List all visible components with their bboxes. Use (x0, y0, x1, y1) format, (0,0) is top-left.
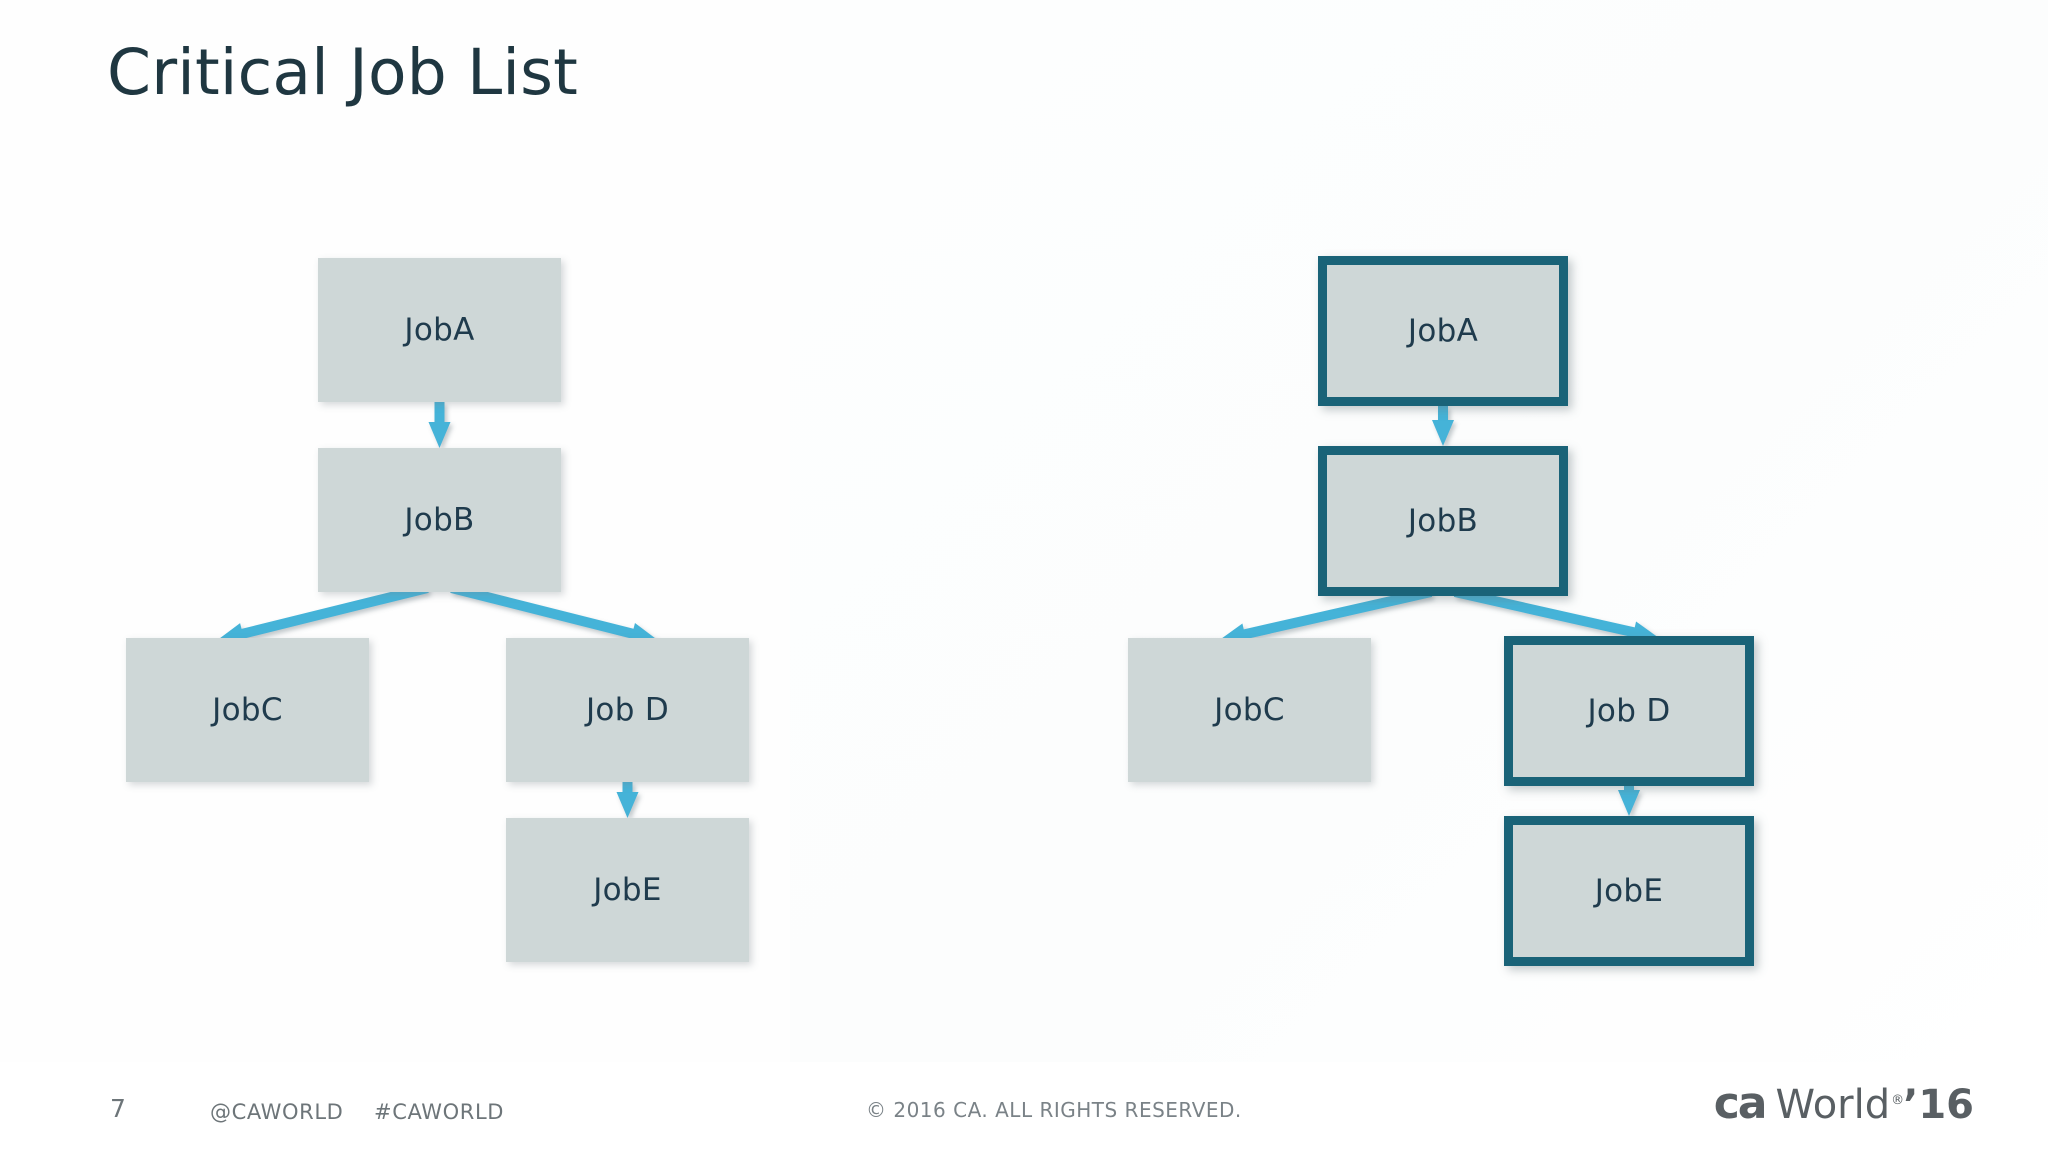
job-node-label: JobC (1214, 692, 1285, 728)
job-node-label: JobB (1407, 503, 1479, 539)
job-node-joba[interactable]: JobA (318, 258, 561, 402)
job-node-label: JobA (1407, 313, 1479, 349)
arrow-1-jobD-jobE (1618, 786, 1640, 816)
page-title: Critical Job List (107, 36, 579, 109)
job-node-jobe[interactable]: JobE (1504, 816, 1754, 966)
arrow-0-jobD-jobE (616, 782, 639, 818)
job-node-label: JobC (212, 692, 283, 728)
footer-social: @CAWORLD #CAWORLD (210, 1100, 504, 1124)
arrow-0-jobB-jobC (217, 583, 429, 645)
job-node-jobd[interactable]: Job D (506, 638, 749, 782)
diagram-canvas: JobA JobB JobC Job D JobE JobA JobB JobC Job D Jo… (126, 256, 1754, 966)
footer-page-number: 7 (110, 1094, 126, 1123)
job-node-jobb[interactable]: JobB (1318, 446, 1568, 596)
job-node-jobe[interactable]: JobE (506, 818, 749, 962)
arrow-0-jobB-jobD (450, 583, 658, 645)
job-node-jobc[interactable]: JobC (1128, 638, 1371, 782)
footer-social-hashtag: #CAWORLD (374, 1100, 505, 1124)
ca-world-logo: ca World ® ’16 (1714, 1082, 1974, 1126)
ca-logo-year: ’16 (1903, 1082, 1974, 1128)
job-node-jobc[interactable]: JobC (126, 638, 369, 782)
ca-logo-word: World (1775, 1082, 1891, 1128)
job-node-label: JobE (1594, 873, 1664, 909)
footer-copyright: © 2016 CA. ALL RIGHTS RESERVED. (866, 1098, 1242, 1122)
job-node-jobb[interactable]: JobB (318, 448, 561, 592)
job-node-label: JobA (404, 312, 475, 348)
arrow-1-jobA-jobB (1432, 406, 1454, 446)
registered-icon: ® (1891, 1093, 1905, 1108)
ca-logo-mark: ca (1713, 1078, 1768, 1129)
footer-social-handle: @CAWORLD (210, 1100, 344, 1124)
job-node-label: Job D (585, 692, 669, 728)
job-node-label: JobB (404, 502, 475, 538)
job-node-joba[interactable]: JobA (1318, 256, 1568, 406)
job-node-jobd[interactable]: Job D (1504, 636, 1754, 786)
job-node-label: Job D (1587, 693, 1671, 729)
job-node-label: JobE (593, 872, 662, 908)
arrow-0-jobA-jobB (428, 402, 451, 448)
